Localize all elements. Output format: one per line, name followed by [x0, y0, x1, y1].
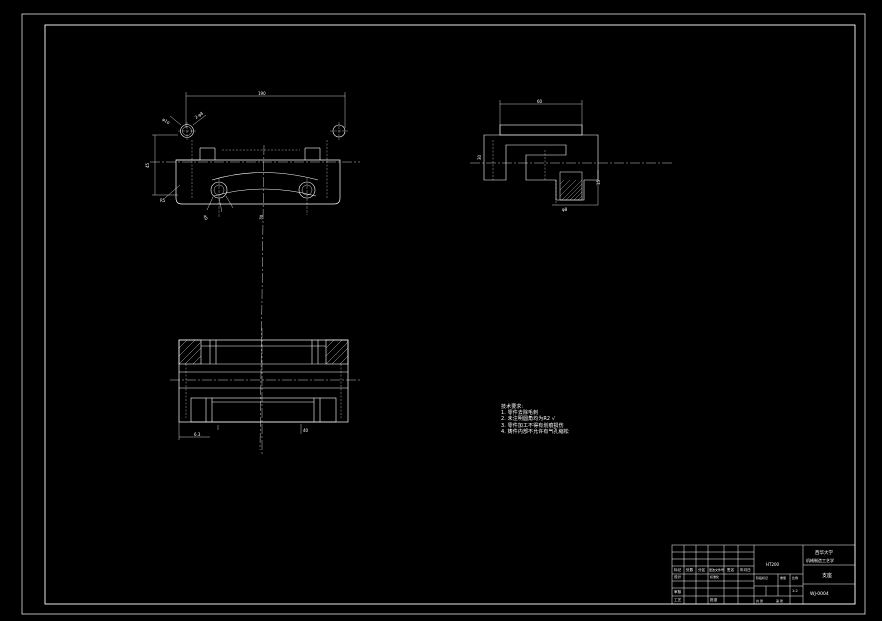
tb-part-name: 支座	[822, 572, 832, 579]
tb-school: 西华大学	[815, 549, 833, 556]
tb-label-sheet: 第 张	[776, 598, 783, 603]
notes-item-2: 2. 未注明圆角均为R2 √	[501, 416, 556, 423]
tb-label-date: 年月日	[740, 567, 751, 572]
side-dim-width: 60	[537, 99, 543, 104]
tb-label-approve: 批准	[710, 597, 718, 602]
tb-label-standard: 标准化	[710, 574, 719, 579]
tb-label-ratio: 比例	[792, 575, 798, 580]
tb-label-change: 更改文件号	[709, 567, 724, 572]
tb-label-sheets: 共 张	[756, 598, 763, 603]
front-dim-b: 40	[303, 428, 309, 433]
outer-border	[21, 13, 866, 615]
side-dim-height: 30	[477, 154, 482, 160]
inner-border	[44, 24, 856, 605]
top-view	[150, 92, 360, 451]
tb-drawing-no: WJ-0004	[810, 591, 829, 597]
dim-top-length: 190	[258, 91, 266, 96]
dim-slot-a: 40	[202, 214, 209, 221]
dim-hole-left: φ10	[161, 117, 171, 126]
front-dim-a: 6.3	[194, 432, 201, 437]
tb-material: HT200	[766, 562, 780, 567]
tb-label-zone: 分区	[698, 567, 706, 572]
dim-hole-callout: 2-φ8	[194, 110, 205, 120]
notes-item-4: 4. 铸件内部不允许有气孔缩松	[501, 428, 569, 435]
tb-label-sign: 签名	[727, 567, 735, 572]
tb-label-design: 设计	[674, 574, 682, 579]
notes-title: 技术要求:	[501, 404, 524, 410]
tb-label-mark: 标记	[674, 567, 682, 572]
side-dim-depth: 15	[596, 179, 601, 185]
dim-top-left: 45	[145, 162, 150, 168]
tb-course: 机械制造工艺学	[806, 557, 834, 563]
dim-slot-b: 30	[258, 214, 264, 220]
tb-scale: 1:2	[792, 589, 798, 593]
front-view	[170, 328, 360, 455]
side-dim-hole: φ8	[562, 207, 568, 212]
side-view	[470, 100, 672, 206]
dim-radius: R5	[160, 198, 166, 203]
title-block	[671, 544, 856, 605]
tb-label-stage: 阶段标记	[756, 575, 768, 580]
technical-notes: 技术要求: 1. 零件去除毛刺 2. 未注明圆角均为R2 √ 3. 零件加工不得…	[501, 404, 569, 435]
notes-item-3: 3. 零件加工不得有划痕损伤	[501, 422, 564, 429]
tb-label-process: 工艺	[674, 597, 682, 602]
notes-item-1: 1. 零件去除毛刺	[501, 410, 539, 417]
tb-label-count: 处数	[686, 567, 694, 572]
tb-label-review: 审核	[674, 589, 682, 594]
tb-label-weight: 重量	[780, 575, 786, 580]
